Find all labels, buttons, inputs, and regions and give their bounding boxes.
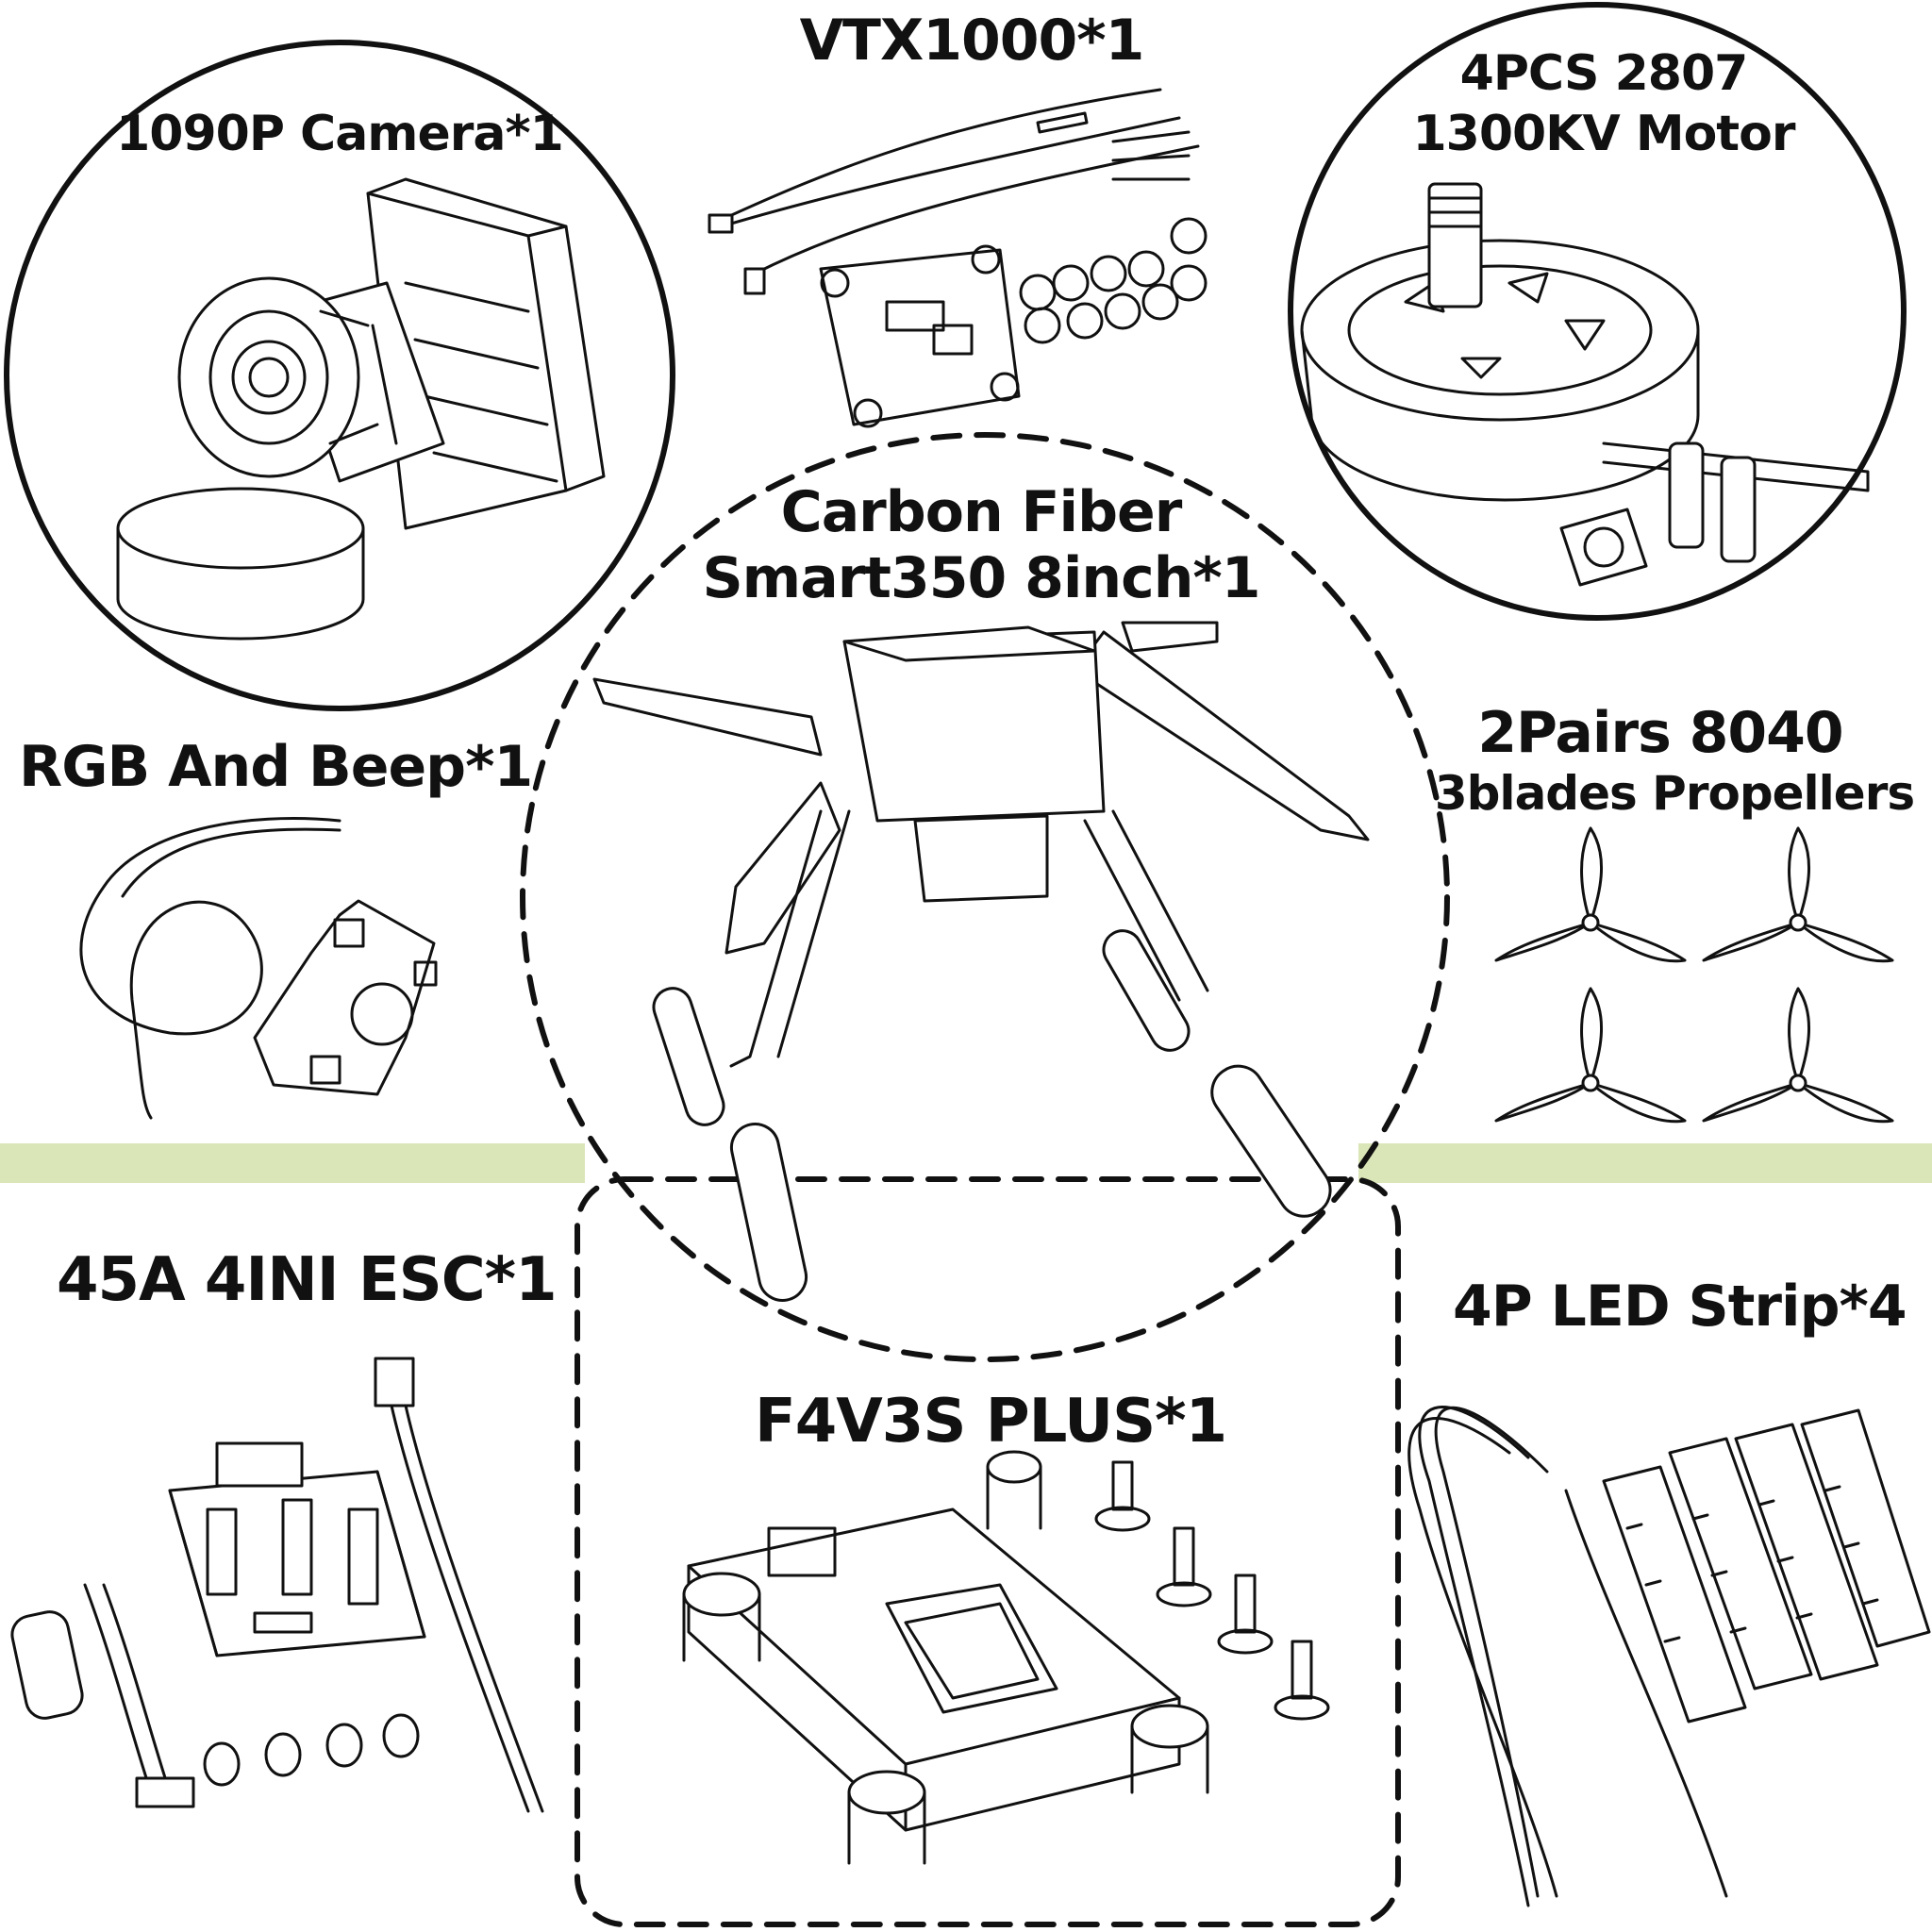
separator-band-right	[1358, 1143, 1932, 1183]
propeller-icon	[1704, 989, 1892, 1122]
motor-label-line2: 1300KV Motor	[1412, 106, 1795, 162]
vtx-illustration	[709, 90, 1206, 426]
video-transmitter-icon	[709, 90, 1206, 426]
camera-icon	[118, 179, 604, 639]
esc-label: 45A 4INI ESC*1	[57, 1245, 558, 1315]
drone-frame-icon	[594, 623, 1368, 1305]
propeller-icon	[1704, 828, 1892, 961]
camera-illustration	[7, 42, 673, 708]
propellers-label-line1: 2Pairs 8040	[1477, 700, 1843, 766]
propellers-illustration	[1496, 828, 1892, 1122]
buzzer-icon	[81, 819, 436, 1118]
fc-label: F4V3S PLUS*1	[755, 1387, 1227, 1457]
motor-frame-circle	[1291, 5, 1904, 618]
led-strip-illustration	[1409, 1407, 1929, 1906]
frame-dashed-circle	[523, 435, 1447, 1359]
frame-label-line2: Smart350 8inch*1	[702, 545, 1260, 611]
fc-dashed-box	[577, 1179, 1398, 1924]
led-strip-label: 4P LED Strip*4	[1453, 1274, 1907, 1340]
motor-icon	[1302, 184, 1868, 585]
led-strip-icon	[1409, 1407, 1929, 1906]
rgb-beep-illustration	[81, 819, 436, 1118]
esc-board-icon	[8, 1358, 542, 1811]
camera-label: 1090P Camera*1	[116, 106, 564, 162]
motor-label-line1: 4PCS 2807	[1459, 45, 1749, 102]
propeller-icon	[1496, 989, 1685, 1122]
frame-label-line1: Carbon Fiber	[780, 479, 1183, 545]
separator-band-left	[0, 1143, 585, 1183]
flight-controller-icon	[684, 1452, 1328, 1863]
camera-frame-circle	[7, 42, 673, 708]
propellers-label-line2: 3blades Propellers	[1434, 766, 1915, 821]
fc-illustration	[684, 1452, 1328, 1863]
propeller-icon	[1496, 828, 1685, 961]
vtx-label: VTX1000*1	[799, 8, 1145, 74]
motor-illustration	[1291, 5, 1904, 618]
rgb-beep-label: RGB And Beep*1	[19, 734, 533, 800]
esc-illustration	[8, 1358, 542, 1811]
